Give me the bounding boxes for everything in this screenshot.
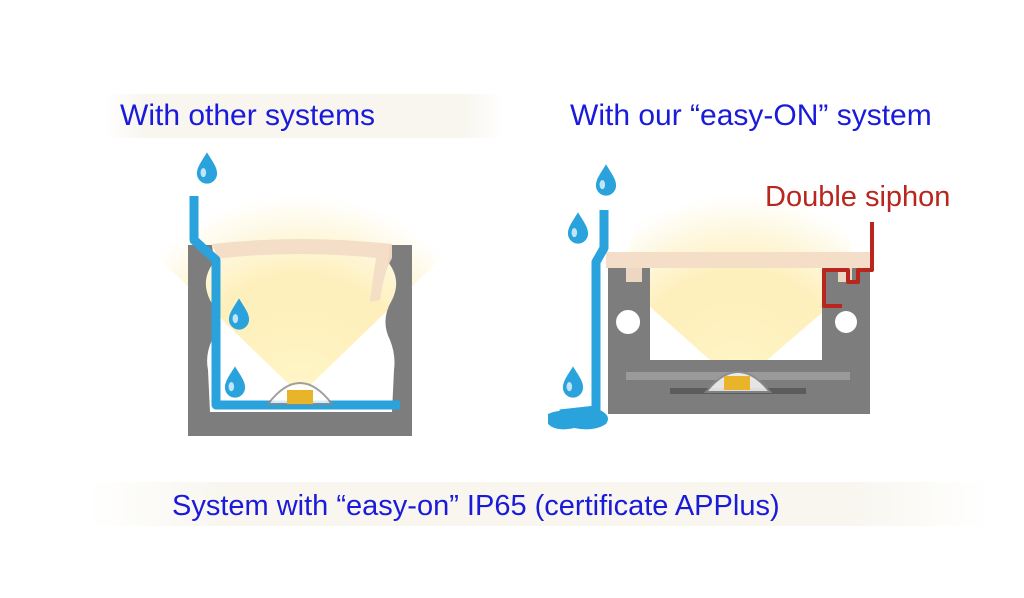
right-profile-hole-right (835, 311, 857, 333)
right-diagram (548, 160, 874, 430)
double-siphon-outline (822, 222, 874, 308)
led-chip-icon (724, 376, 750, 390)
right-profile-hole-left (617, 311, 639, 333)
led-chip-icon (287, 390, 313, 404)
left-light-glow (150, 160, 450, 395)
left-diagram (150, 152, 450, 436)
water-drop-icon (567, 212, 589, 244)
right-light-glow (620, 160, 860, 385)
left-profile (188, 245, 412, 436)
left-diagram-title: With other systems (120, 99, 376, 132)
water-drop-icon (595, 164, 617, 196)
double-siphon-label: Double siphon (765, 181, 951, 213)
caption-band (88, 482, 988, 526)
water-drop-icon (196, 152, 218, 184)
right-diffuser (606, 252, 872, 282)
water-drop-icon (224, 366, 246, 398)
right-water-puddle (548, 409, 608, 430)
water-drop-icon (562, 366, 584, 398)
left-title-band (104, 94, 504, 138)
right-diagram-title: With our “easy-ON” system (570, 99, 932, 132)
caption: System with “easy-on” IP65 (certificate … (172, 490, 780, 522)
left-diffuser (212, 239, 392, 302)
